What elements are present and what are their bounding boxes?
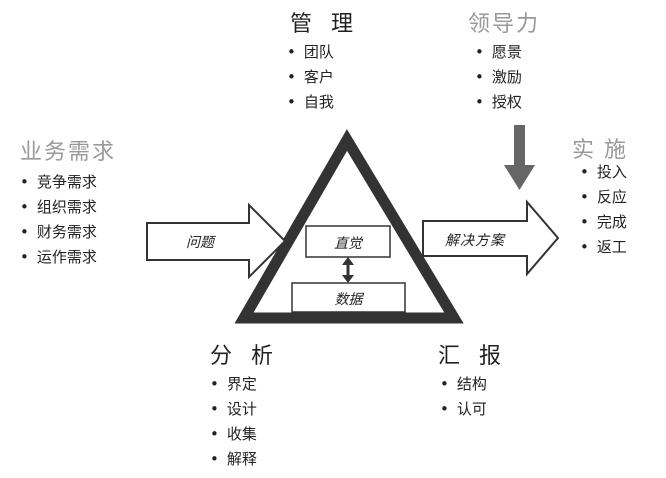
implementation-list: 投入 反应 完成 返工 [580, 160, 627, 260]
list-item: 反应 [580, 185, 627, 210]
data-label: 数据 [334, 292, 363, 308]
leadership-title: 领导力 [468, 12, 541, 37]
list-item: 投入 [580, 160, 627, 185]
list-item: 收集 [210, 422, 257, 447]
management-title: 管 理 [290, 12, 359, 37]
list-item: 完成 [580, 210, 627, 235]
double-arrow-up-head [342, 257, 354, 265]
data-box [291, 282, 406, 313]
leadership-down-arrow [504, 125, 535, 190]
list-item: 团队 [287, 40, 334, 65]
list-item: 运作需求 [20, 245, 97, 270]
list-item: 自我 [287, 90, 334, 115]
list-item: 授权 [475, 90, 522, 115]
problem-label: 问题 [186, 235, 214, 251]
list-item: 组织需求 [20, 195, 97, 220]
list-item: 竞争需求 [20, 170, 97, 195]
solution-arrow [422, 199, 560, 277]
reporting-list: 结构 认可 [440, 372, 487, 422]
list-item: 解释 [210, 447, 257, 472]
leadership-list: 愿景 激励 授权 [475, 40, 522, 115]
solution-label: 解决方案 [445, 233, 505, 249]
list-item: 返工 [580, 235, 627, 260]
intuition-label: 直觉 [334, 236, 362, 252]
problem-arrow [146, 202, 287, 280]
list-item: 激励 [475, 65, 522, 90]
analysis-list: 界定 设计 收集 解释 [210, 372, 257, 472]
list-item: 认可 [440, 397, 487, 422]
business-title: 业务需求 [20, 140, 117, 165]
double-arrow-down-head [342, 275, 354, 283]
implementation-title: 实施 [572, 138, 637, 163]
list-item: 客户 [287, 65, 334, 90]
list-item: 设计 [210, 397, 257, 422]
analysis-title: 分 析 [210, 344, 279, 369]
management-list: 团队 客户 自我 [287, 40, 334, 115]
triangle [234, 129, 464, 324]
intuition-box [305, 225, 391, 258]
business-list: 竞争需求 组织需求 财务需求 运作需求 [20, 170, 97, 270]
list-item: 财务需求 [20, 220, 97, 245]
reporting-title: 汇 报 [438, 344, 507, 369]
list-item: 结构 [440, 372, 487, 397]
list-item: 界定 [210, 372, 257, 397]
list-item: 愿景 [475, 40, 522, 65]
